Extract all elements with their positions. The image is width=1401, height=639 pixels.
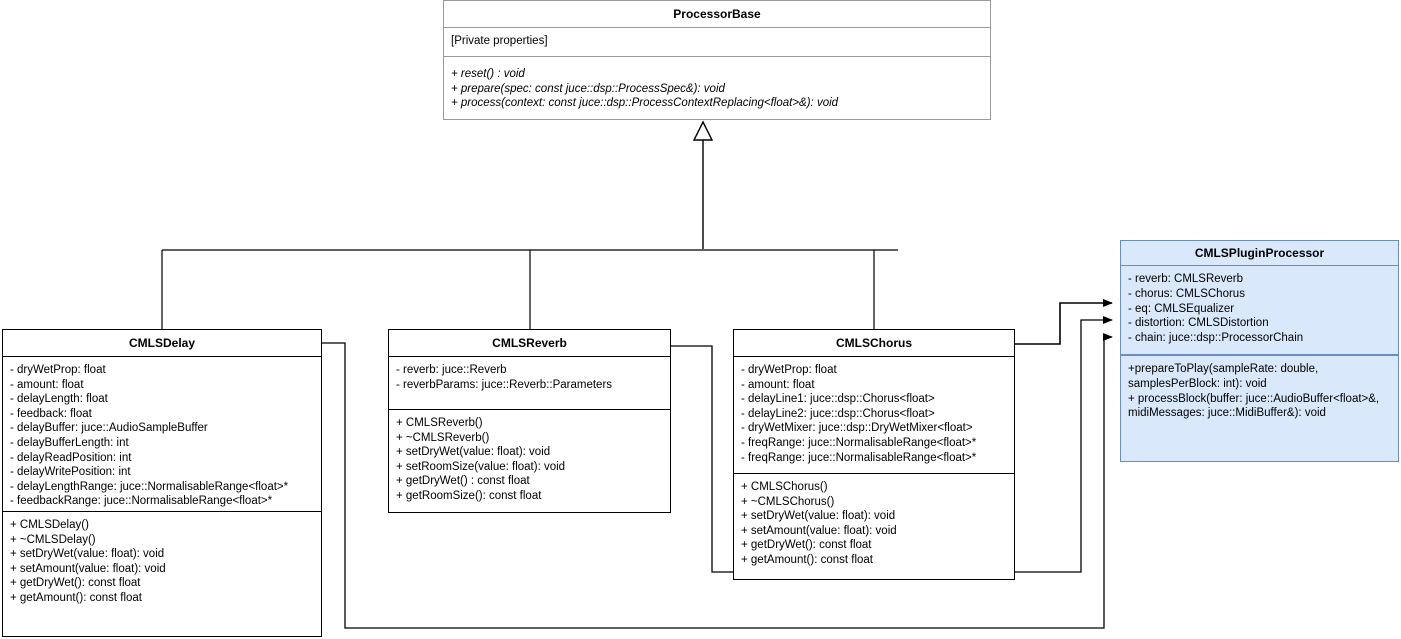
operation-line: + getRoomSize(): const float xyxy=(396,489,542,502)
attribute-line: - dryWetMixer: juce::dsp::DryWetMixer<fl… xyxy=(741,422,973,435)
attribute-line: - eq: CMLSEqualizer xyxy=(1128,302,1235,315)
operation-line: + setRoomSize(value: float): void xyxy=(396,460,566,473)
attribute-line: - delayLine1: juce::dsp::Chorus<float> xyxy=(741,393,935,406)
attribute-line: - dryWetProp: float xyxy=(741,364,837,376)
class-title-cmlschorus: CMLSChorus xyxy=(734,330,1014,357)
attribute-line: - delayBufferLength: int xyxy=(10,436,129,449)
attribute-line: - delayLengthRange: juce::NormalisableRa… xyxy=(10,480,289,493)
attributes-compartment-cmlspluginprocessor: - reverb: CMLSReverb - chorus: CMLSChoru… xyxy=(1121,266,1398,354)
attribute-line: [Private properties] xyxy=(451,35,548,47)
operation-line: + setAmount(value: float): void xyxy=(741,524,897,537)
operation-line: + setAmount(value: float): void xyxy=(10,562,166,575)
attribute-line: - dryWetProp: float xyxy=(10,364,106,376)
attribute-line: - delayWritePosition: int xyxy=(10,466,131,479)
class-box-cmlsreverb[interactable]: CMLSReverb - reverb: juce::Reverb - reve… xyxy=(388,329,671,513)
attribute-line: - amount: float xyxy=(741,378,815,391)
operation-line: + processBlock(buffer: juce::AudioBuffer… xyxy=(1128,392,1380,420)
attribute-line: - delayReadPosition: int xyxy=(10,451,132,464)
attribute-line: - delayLine2: juce::dsp::Chorus<float> xyxy=(741,407,935,420)
class-title-cmlsreverb: CMLSReverb xyxy=(389,330,670,357)
operations-compartment-cmlspluginprocessor: +prepareToPlay(sampleRate: double, sampl… xyxy=(1121,354,1398,427)
attribute-line: - delayLength: float xyxy=(10,393,108,406)
operations-compartment-cmlsdelay: + CMLSDelay() + ~CMLSDelay() + setDryWet… xyxy=(3,511,321,612)
operation-line: + CMLSReverb() xyxy=(396,417,483,429)
operation-line: + getDryWet() : const float xyxy=(396,475,530,488)
operation-line: + getAmount(): const float xyxy=(741,553,873,566)
attribute-line: - feedbackRange: juce::NormalisableRange… xyxy=(10,495,273,508)
operations-compartment-cmlsreverb: + CMLSReverb() + ~CMLSReverb() + setDryW… xyxy=(389,409,670,510)
operations-compartment-processorbase: + reset() : void + prepare(spec: const j… xyxy=(444,56,990,119)
attribute-line: - feedback: float xyxy=(10,407,92,420)
attributes-compartment-cmlschorus: - dryWetProp: float - amount: float - de… xyxy=(734,357,1014,473)
operation-line: + ~CMLSDelay() xyxy=(10,533,96,546)
operation-line: + process(context: const juce::dsp::Proc… xyxy=(451,97,839,110)
operation-line: + setDryWet(value: float): void xyxy=(741,510,896,523)
attribute-line: - chain: juce::dsp::ProcessorChain xyxy=(1128,332,1304,345)
operation-line: + getDryWet(): const float xyxy=(10,577,141,590)
attribute-line: - reverbParams: juce::Reverb::Parameters xyxy=(396,378,613,391)
operations-compartment-cmlschorus: + CMLSChorus() + ~CMLSChorus() + setDryW… xyxy=(734,473,1014,574)
generalization-edges xyxy=(161,120,898,329)
attribute-line: - delayBuffer: juce::AudioSampleBuffer xyxy=(10,422,208,435)
operation-line: + setDryWet(value: float): void xyxy=(396,446,551,459)
attribute-line: - distortion: CMLSDistortion xyxy=(1128,317,1269,330)
operation-line: + CMLSDelay() xyxy=(10,519,89,531)
operation-line: + CMLSChorus() xyxy=(741,481,828,493)
class-title-processorbase: ProcessorBase xyxy=(444,1,990,28)
attribute-line: - freqRange: juce::NormalisableRange<flo… xyxy=(741,436,977,449)
attributes-compartment-cmlsdelay: - dryWetProp: float - amount: float - de… xyxy=(3,357,321,511)
operation-line: + getDryWet(): const float xyxy=(741,539,872,552)
class-title-cmlspluginprocessor: CMLSPluginProcessor xyxy=(1121,241,1398,266)
operation-line: + ~CMLSReverb() xyxy=(396,431,490,444)
attribute-line: - reverb: CMLSReverb xyxy=(1128,273,1244,285)
class-box-cmlschorus[interactable]: CMLSChorus - dryWetProp: float - amount:… xyxy=(733,329,1015,580)
attribute-line: - freqRange: juce::NormalisableRange<flo… xyxy=(741,451,977,464)
operation-line: + ~CMLSChorus() xyxy=(741,495,835,508)
operation-line: + reset() : void xyxy=(451,68,525,80)
operation-line: + getAmount(): const float xyxy=(10,591,142,604)
operation-line: +prepareToPlay(sampleRate: double, sampl… xyxy=(1128,363,1319,390)
class-box-cmlspluginprocessor[interactable]: CMLSPluginProcessor - reverb: CMLSReverb… xyxy=(1120,240,1399,462)
operation-line: + setDryWet(value: float): void xyxy=(10,548,165,561)
attribute-line: - chorus: CMLSChorus xyxy=(1128,287,1245,300)
attribute-line: - amount: float xyxy=(10,378,84,391)
attribute-line: - reverb: juce::Reverb xyxy=(396,364,507,376)
class-box-processorbase[interactable]: ProcessorBase [Private properties] + res… xyxy=(443,0,991,120)
attributes-compartment-processorbase: [Private properties] xyxy=(444,28,990,56)
attributes-compartment-cmlsreverb: - reverb: juce::Reverb - reverbParams: j… xyxy=(389,357,670,409)
class-box-cmlsdelay[interactable]: CMLSDelay - dryWetProp: float - amount: … xyxy=(2,329,322,637)
class-title-cmlsdelay: CMLSDelay xyxy=(3,330,321,357)
operation-line: + prepare(spec: const juce::dsp::Process… xyxy=(451,82,725,95)
